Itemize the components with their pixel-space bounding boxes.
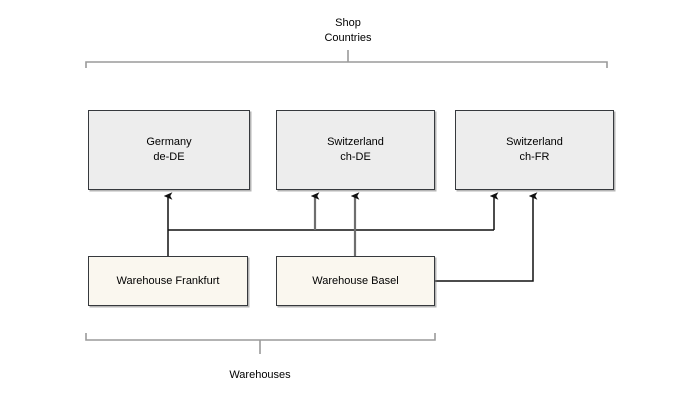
group-label-warehouses-line1: Warehouses (229, 369, 291, 381)
warehouse-node-frankfurt[interactable]: Warehouse Frankfurt (88, 256, 248, 306)
brace-warehouses (85, 333, 436, 354)
warehouse-node-basel[interactable]: Warehouse Basel (276, 256, 435, 306)
shop-country-node-ch-FR[interactable]: Switzerland ch-FR (455, 110, 614, 190)
shop-country-locale: ch-FR (519, 151, 550, 163)
shop-country-locale: ch-DE (340, 151, 371, 163)
group-label-warehouses: Warehouses (160, 368, 360, 383)
warehouse-label: Warehouse Basel (312, 274, 399, 287)
shop-country-name: Switzerland (506, 136, 563, 148)
group-label-shop-countries-line2: Countries (324, 32, 372, 44)
warehouse-label: Warehouse Frankfurt (116, 274, 220, 287)
shop-country-name: Switzerland (327, 136, 384, 148)
edge-basel-to-ch-FR (435, 192, 538, 282)
group-label-shop-countries-line1: Shop (335, 17, 361, 29)
group-label-shop-countries: Shop Countries (248, 16, 448, 46)
shop-country-name: Germany (146, 136, 192, 148)
brace-shop-countries (85, 50, 608, 68)
shop-country-locale: de-DE (153, 151, 185, 163)
shop-country-node-ch-DE[interactable]: Switzerland ch-DE (276, 110, 435, 190)
shop-country-node-de-DE[interactable]: Germany de-DE (88, 110, 250, 190)
